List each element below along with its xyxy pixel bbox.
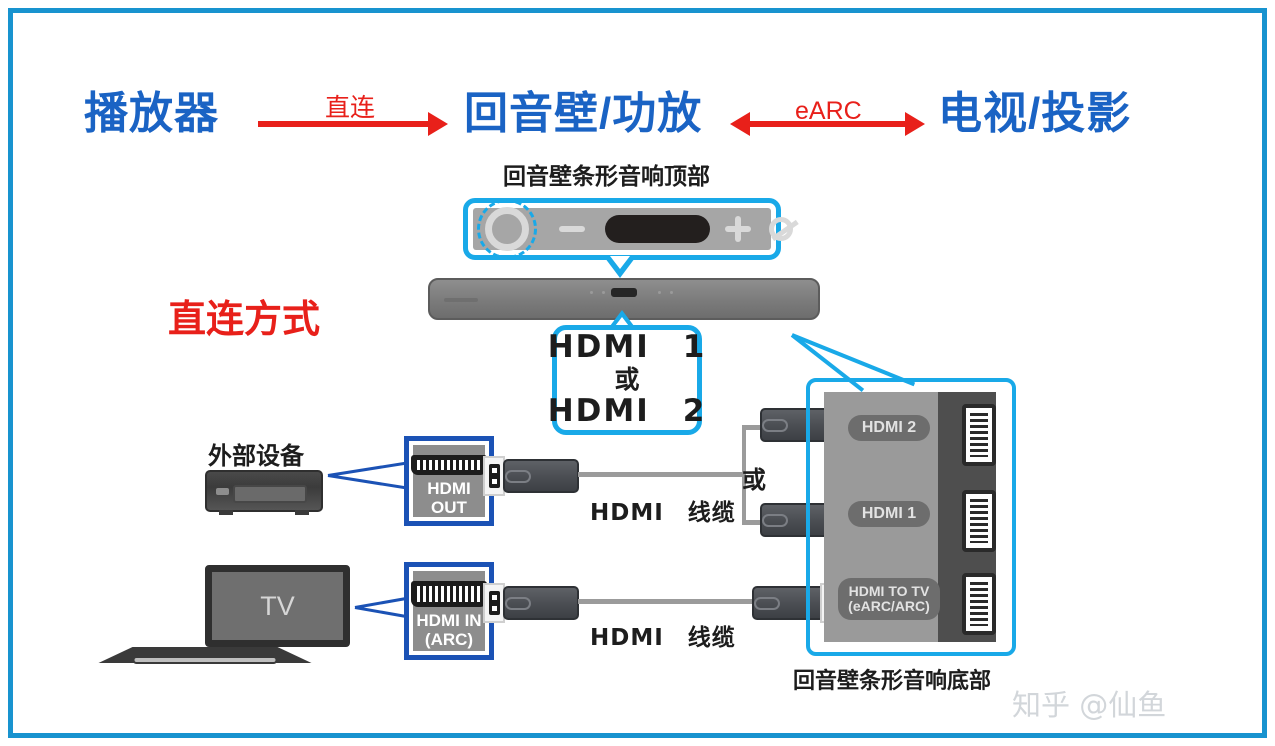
mute-icon[interactable] — [769, 217, 793, 241]
hdmi-choice-callout: HDMI 1 或 HDMI 2 — [548, 325, 704, 435]
player-foot — [295, 510, 309, 515]
flow-arrow-right-head-left — [730, 112, 750, 136]
soundbar-top-panel — [463, 198, 793, 260]
hdmi-plug-body-hdmi2 — [760, 408, 836, 442]
soundbar-top-panel-surface — [473, 199, 793, 259]
hdmi-plug-body-hdmi1 — [760, 503, 836, 537]
rear-hdmi-to-tv-label-line1: HDMI TO TV — [848, 583, 930, 600]
flow-node-soundbar: 回音壁/功放 — [464, 89, 703, 138]
external-device-icon — [205, 470, 323, 515]
rear-hdmi-to-tv-label-line2: (eARC/ARC) — [848, 598, 930, 614]
flow-link-label-earc: eARC — [795, 97, 862, 125]
port-box-hdmi-in-arc: HDMI IN (ARC) — [404, 562, 494, 660]
watermark: 知乎 @仙鱼 — [1012, 688, 1167, 722]
hdmi-cable-upper-label: HDMI 线缆 — [590, 500, 736, 526]
rear-hdmi2-label: HDMI 2 — [848, 415, 930, 441]
port-box-hdmi-in-label: HDMI IN — [416, 611, 482, 630]
rear-hdmi2-port-icon[interactable] — [962, 404, 996, 466]
hdmi-cable-upper — [578, 472, 746, 477]
tv-icon: TV — [205, 565, 350, 647]
external-device-label: 外部设备 — [208, 442, 304, 470]
soundbar-top-caption: 回音壁条形音响顶部 — [503, 164, 710, 190]
hdmi-cable-branch-vertical — [742, 425, 746, 525]
hdmi-plug-body-player — [503, 459, 579, 493]
port-box-hdmi-out-surface: HDMI OUT — [411, 445, 487, 517]
hdmi-choice-line3: HDMI 2 — [547, 393, 707, 430]
hdmi-cable-branch-top — [742, 425, 766, 430]
port-box-hdmi-out-label: HDMI OUT — [427, 478, 471, 517]
port-box-hdmi-out: HDMI OUT — [404, 436, 494, 526]
port-box-hdmi-in-arc-surface: HDMI IN (ARC) — [411, 571, 487, 651]
soundbar-display-icon — [611, 288, 637, 297]
rear-hdmi1-port-icon[interactable] — [962, 490, 996, 552]
flow-arrow-left-line — [258, 121, 433, 127]
soundbar-indicator-dot — [590, 291, 593, 294]
flow-node-player: 播放器 — [84, 89, 219, 138]
cable-branch-or-label: 或 — [742, 466, 766, 494]
flow-arrow-right-line — [750, 121, 910, 127]
player-foot — [219, 510, 233, 515]
player-led-icon — [216, 488, 229, 495]
hdmi-plug-head-player — [483, 456, 505, 496]
hdmi-choice-line1: HDMI 1 — [547, 328, 707, 365]
hdmi-choice-line2: 或 — [614, 364, 640, 394]
power-highlight-ring-icon — [477, 199, 537, 259]
soundbar-top-callout-tip-inner — [610, 256, 630, 269]
port-box-hdmi-in-sublabel: (ARC) — [424, 630, 474, 650]
flow-arrow-right-head-right — [905, 112, 925, 136]
rear-hdmi2-label-line1: HDMI 2 — [861, 418, 917, 436]
image-border-frame — [8, 8, 1267, 738]
soundbar-indicator-dot — [670, 291, 673, 294]
soundbar-indicator-dot — [602, 291, 605, 294]
volume-down-icon[interactable] — [559, 226, 585, 232]
soundbar-grill — [444, 298, 478, 302]
hdmi-in-connector-icon — [411, 581, 487, 607]
display-window-icon — [605, 215, 710, 243]
mode-label-direct-connection: 直连方式 — [168, 297, 321, 341]
player-disc-slot — [233, 485, 307, 503]
hdmi-plug-body-tv — [503, 586, 579, 620]
rear-hdmi1-label-line1: HDMI 1 — [861, 504, 917, 522]
volume-up-icon-bar — [735, 216, 741, 242]
rear-panel-callout-frame — [806, 378, 1016, 656]
flow-link-label-direct: 直连 — [325, 94, 376, 122]
rear-hdmi-to-tv-port-icon[interactable] — [962, 573, 996, 635]
rear-hdmi-to-tv-label: HDMI TO TV (eARC/ARC) — [838, 578, 940, 620]
flow-node-tv: 电视/投影 — [938, 89, 1132, 138]
rear-hdmi1-label: HDMI 1 — [848, 501, 930, 527]
hdmi-cable-branch-bottom — [742, 520, 766, 525]
soundbar-indicator-dot — [658, 291, 661, 294]
hdmi-cable-lower — [578, 599, 756, 604]
hdmi-plug-head-tv — [483, 583, 505, 623]
tv-stand-base — [132, 656, 278, 664]
flow-arrow-left-head — [428, 112, 448, 136]
rear-panel-caption: 回音壁条形音响底部 — [793, 669, 992, 694]
hdmi-out-connector-icon — [411, 455, 487, 475]
hdmi-cable-lower-label: HDMI 线缆 — [590, 625, 736, 651]
tv-label: TV — [260, 590, 295, 621]
